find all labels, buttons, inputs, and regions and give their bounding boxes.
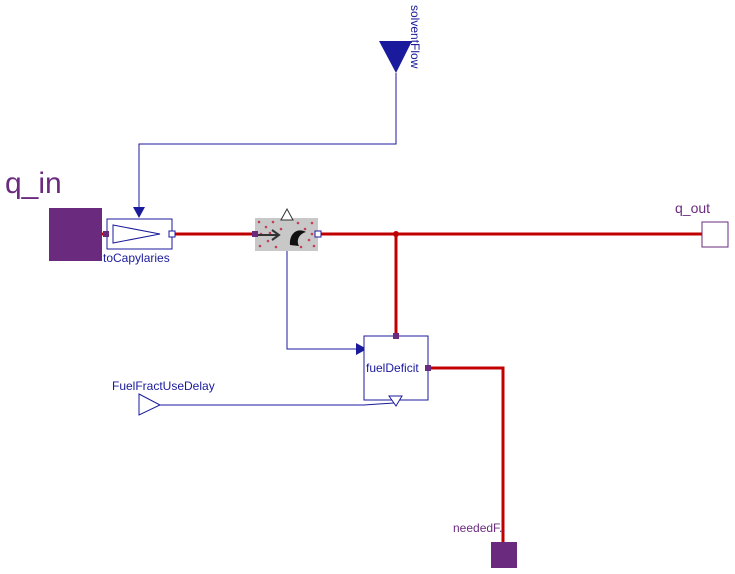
flow-connections: [98, 232, 702, 542]
fueldeficit-top-port[interactable]: [393, 333, 399, 339]
fueldeficit-to-needed-connection[interactable]: [428, 366, 505, 542]
solvent-flow-label: solventFlow: [408, 5, 422, 69]
solventflow-arrowhead: [133, 207, 145, 218]
resistor-to-fueldeficit-connection[interactable]: [286, 222, 358, 350]
amplifier-triangle-icon: [112, 224, 161, 244]
to-capylaries-label: toCapylaries: [103, 251, 170, 265]
fueldeficit-input-arrowhead: [356, 343, 367, 355]
fuel-fract-use-delay-label: FuelFractUseDelay: [112, 379, 215, 393]
fuel-deficit-block[interactable]: [363, 333, 431, 407]
resistor-inlet-port[interactable]: [252, 231, 258, 237]
fueldeficit-bottom-input-icon: [388, 395, 403, 407]
flow-junction-dot: [393, 231, 399, 237]
needed-label: neededF..: [453, 521, 506, 535]
resistor-signal-input-icon: [280, 207, 294, 221]
capylaries-outlet-port[interactable]: [168, 230, 176, 238]
fueldeficit-out-port[interactable]: [425, 365, 431, 371]
resistor-block[interactable]: [252, 207, 322, 251]
resistor-outlet-port[interactable]: [314, 230, 322, 238]
capylaries-inlet-port[interactable]: [103, 231, 109, 237]
signal-connections: [138, 73, 397, 406]
q-out-port[interactable]: [701, 221, 729, 248]
flow-arrow-icon: [258, 229, 281, 241]
q-in-port[interactable]: [49, 208, 102, 261]
solvent-flow-input-icon[interactable]: [379, 41, 412, 73]
q-out-label: q_out: [675, 200, 711, 216]
to-capylaries-block[interactable]: [103, 218, 176, 250]
solventflow-connection[interactable]: [138, 73, 397, 210]
fuel-fract-use-delay-input-icon[interactable]: [138, 393, 162, 416]
fuelfractusedelay-connection[interactable]: [160, 402, 395, 406]
q-in-label: q_in: [5, 167, 62, 200]
valve-shape-icon: [289, 230, 306, 246]
fuel-deficit-label: fuelDeficit: [366, 361, 419, 375]
needed-port[interactable]: [491, 542, 517, 568]
